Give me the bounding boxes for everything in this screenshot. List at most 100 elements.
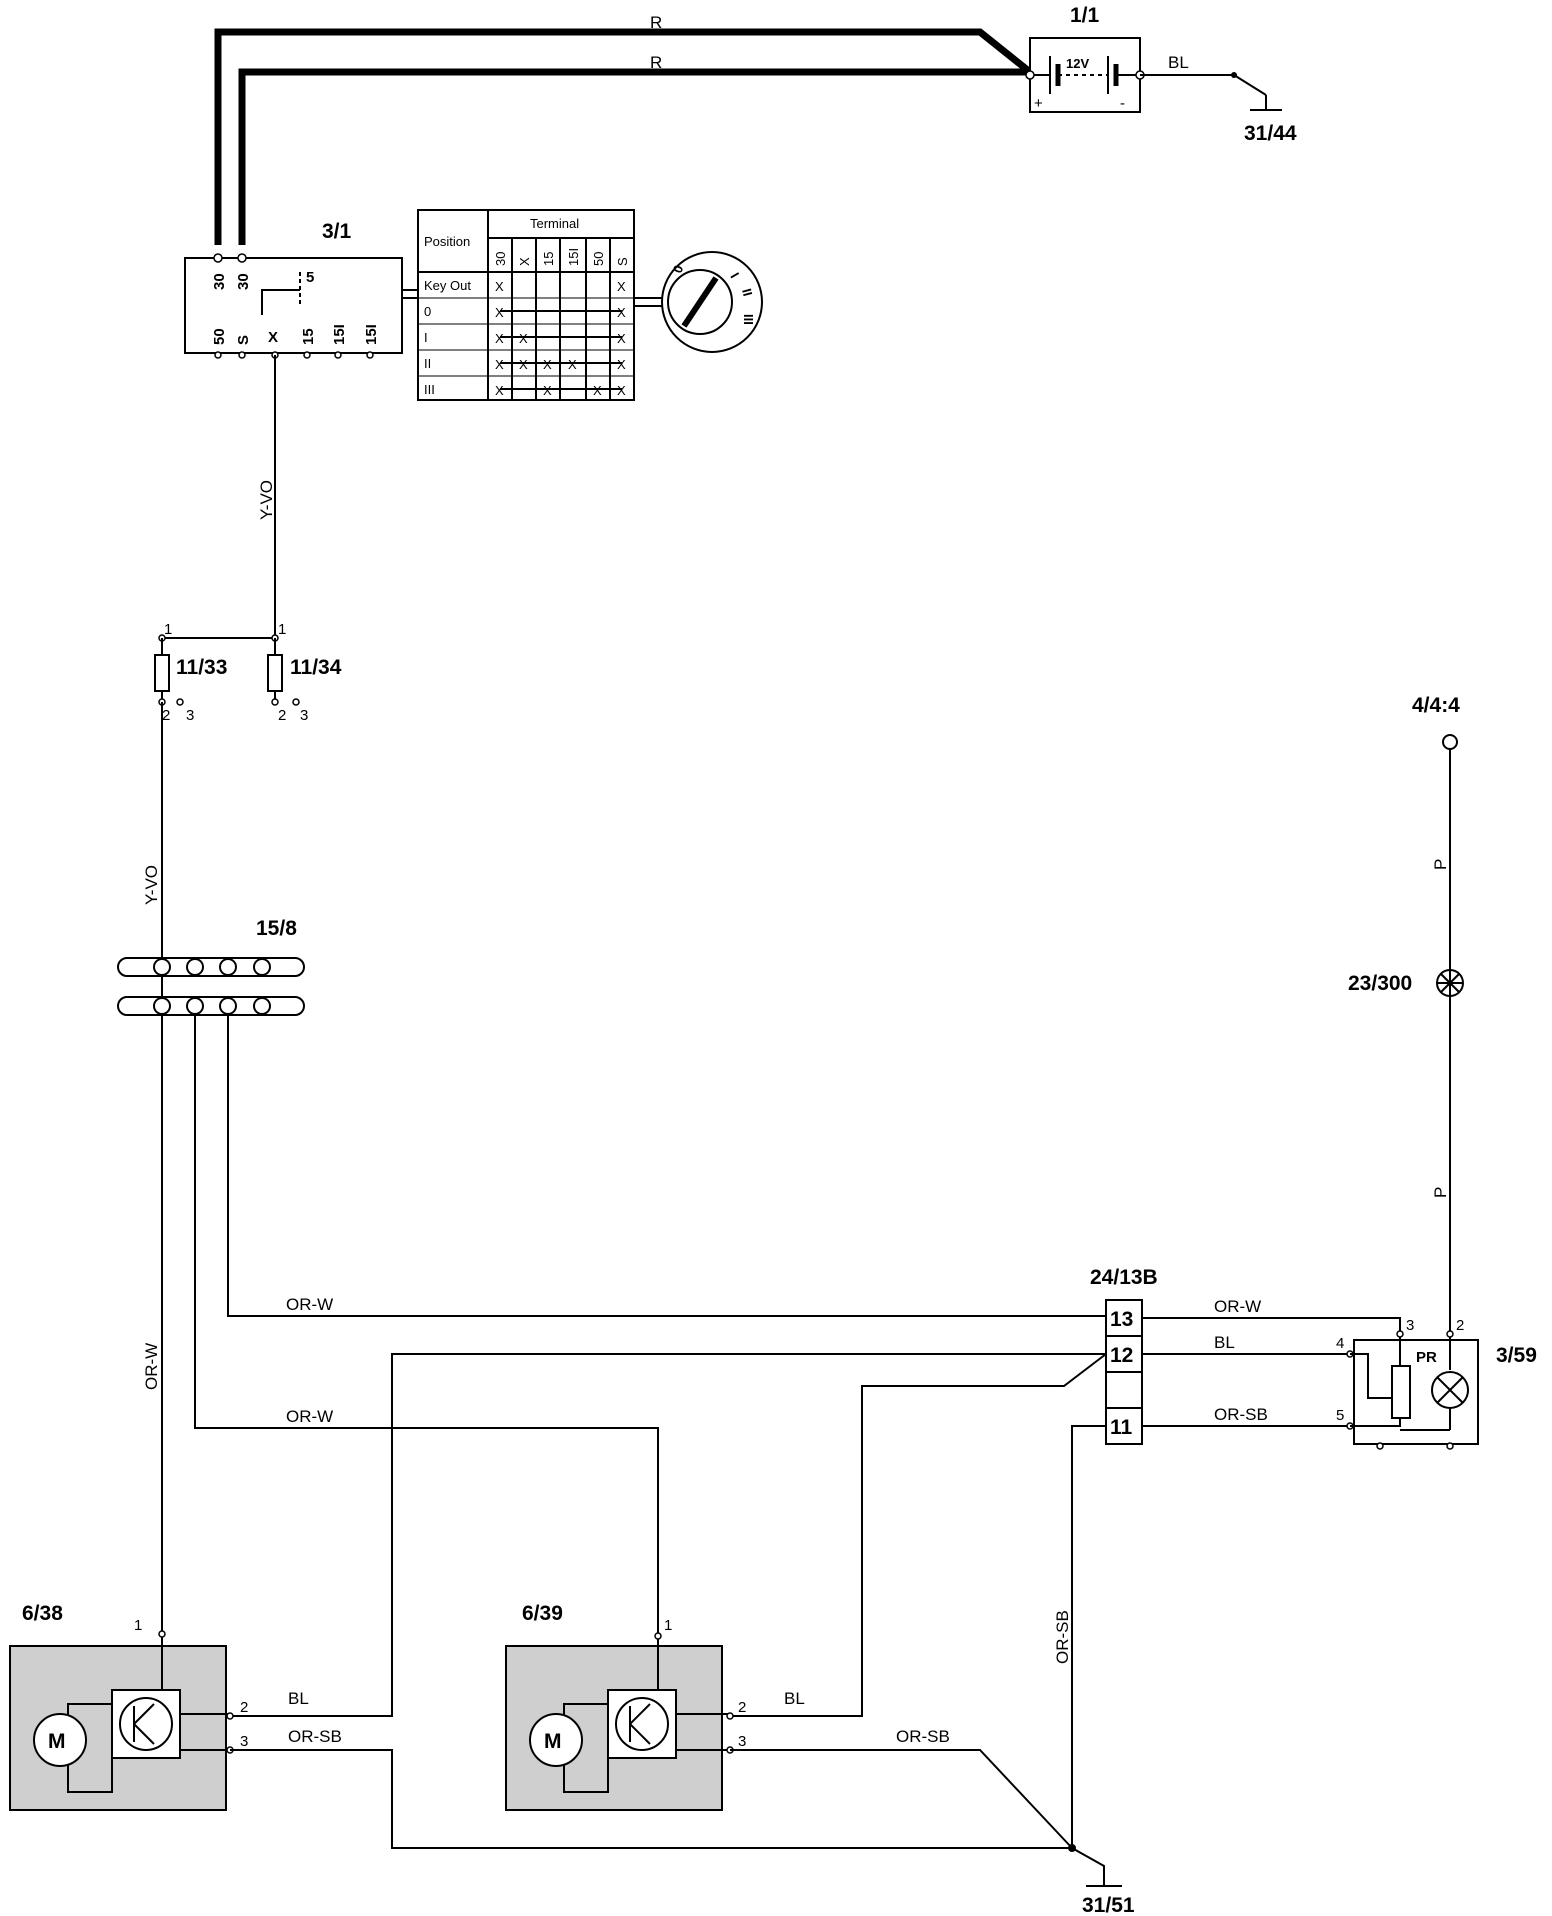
lamp-ref: 23/300 xyxy=(1348,972,1412,995)
battery-feed-wires xyxy=(214,28,1033,245)
table-cell-mark: X xyxy=(617,331,626,346)
battery-ref: 1/1 xyxy=(1070,4,1100,27)
sw-pin-30b: 30 xyxy=(235,273,252,290)
m1-pin-2: 2 xyxy=(240,1699,248,1716)
table-column-header: 15 xyxy=(541,252,556,266)
ground-top-symbol xyxy=(1231,72,1282,111)
table-row-label: III xyxy=(424,382,435,397)
table-cell-mark: X xyxy=(495,279,504,294)
wire-label-orw-left: OR-W xyxy=(142,1343,161,1390)
table-column-header: S xyxy=(615,257,630,266)
cu-pin-3: 3 xyxy=(1406,1317,1414,1334)
control-unit-ref: 3/59 xyxy=(1496,1344,1537,1367)
table-column-header: 50 xyxy=(591,252,606,266)
fuse-a-pin-2: 2 xyxy=(162,707,170,724)
table-cell-mark: X xyxy=(495,383,504,398)
control-unit-3-59 xyxy=(1346,1330,1479,1450)
wire-label-orw-mid: OR-W xyxy=(286,1407,333,1426)
motor-left-ref: 6/38 xyxy=(22,1602,63,1625)
wire-orsb-vert xyxy=(1071,1425,1106,1848)
fuse-a-pin-1: 1 xyxy=(164,621,172,638)
m2-pin-3: 3 xyxy=(738,1733,746,1750)
table-column-header: X xyxy=(517,257,532,266)
wire-orw-mid xyxy=(194,1015,659,1634)
motor-6-39 xyxy=(505,1632,734,1811)
m2-pin-2: 2 xyxy=(738,1699,746,1716)
motor-right-ref: 6/39 xyxy=(522,1602,563,1625)
m1-pin-3: 3 xyxy=(240,1733,248,1750)
wire-label-bl-m1: BL xyxy=(288,1689,309,1708)
power-node xyxy=(1442,734,1458,750)
wire-label-yvo1: Y-VO xyxy=(257,480,276,520)
table-cell-mark: X xyxy=(519,357,528,372)
table-cell-mark: X xyxy=(617,305,626,320)
wire-label-orsb-conn: OR-SB xyxy=(1214,1405,1268,1424)
motor-left-symbol: M xyxy=(48,1730,66,1753)
splice-15-8 xyxy=(117,957,305,1016)
wire-label-bl-m2: BL xyxy=(784,1689,805,1708)
dial-label-iii: III xyxy=(741,314,756,325)
dial-label-ii: II xyxy=(739,287,755,298)
wire-orsb-m1 xyxy=(230,1749,1072,1849)
dial-label-0: 0 xyxy=(670,263,687,275)
wire-label-orw-right: OR-W xyxy=(1214,1297,1261,1316)
table-row-label: Key Out xyxy=(424,278,471,293)
connector-pin-12: 12 xyxy=(1110,1344,1133,1367)
wire-label-orsb-m1: OR-SB xyxy=(288,1727,342,1746)
sw-pin-5: 5 xyxy=(306,269,314,286)
m1-pin-1: 1 xyxy=(134,1617,142,1634)
wire-label-orw-top: OR-W xyxy=(286,1295,333,1314)
table-column-header: 30 xyxy=(493,252,508,266)
connector-pin-13: 13 xyxy=(1110,1308,1133,1331)
table-cell-mark: X xyxy=(543,357,552,372)
table-cell-mark: X xyxy=(568,357,577,372)
m2-pin-1: 1 xyxy=(664,1617,672,1634)
table-cell-mark: X xyxy=(495,305,504,320)
table-cell-mark: X xyxy=(617,279,626,294)
wire-label-bl-top: BL xyxy=(1168,53,1189,72)
battery xyxy=(1025,37,1145,113)
lamp-23-300 xyxy=(1436,969,1464,997)
ground-bottom-ref: 31/51 xyxy=(1082,1894,1135,1916)
wire-label-p2: P xyxy=(1431,1187,1450,1198)
motor-6-38 xyxy=(9,1630,234,1811)
battery-plus: + xyxy=(1034,95,1043,112)
table-header-position: Position xyxy=(424,234,470,249)
wire-label-r2: R xyxy=(650,53,662,72)
sw-pin-15i-a: 15I xyxy=(331,324,348,345)
wire-orw-top xyxy=(227,1015,1106,1317)
sw-pin-15: 15 xyxy=(300,328,317,345)
wire-label-bl-conn: BL xyxy=(1214,1333,1235,1352)
wire-label-p1: P xyxy=(1431,859,1450,870)
sw-pin-50: 50 xyxy=(211,328,228,345)
connector-pin-11: 11 xyxy=(1110,1416,1133,1439)
switch-position-table xyxy=(417,209,635,401)
connector-24-13b xyxy=(1105,1299,1143,1445)
table-row-label: II xyxy=(424,356,431,371)
control-unit-label: PR xyxy=(1416,1349,1437,1366)
wire-orsb-m2 xyxy=(730,1749,1073,1849)
table-row-label: 0 xyxy=(424,304,431,319)
fuse-b-pin-3: 3 xyxy=(300,707,308,724)
sw-pin-30a: 30 xyxy=(211,273,228,290)
table-cell-mark: X xyxy=(543,383,552,398)
fuse-11-34 xyxy=(267,638,300,706)
wire-orw-right xyxy=(1142,1317,1401,1332)
fuse-b-pin-2: 2 xyxy=(278,707,286,724)
table-cell-mark: X xyxy=(495,331,504,346)
table-cell-mark: X xyxy=(617,357,626,372)
ignition-switch-ref: 3/1 xyxy=(322,220,352,243)
fuse-b-ref: 11/34 xyxy=(290,656,342,679)
table-row-label: I xyxy=(424,330,428,345)
fuse-a-ref: 11/33 xyxy=(176,656,227,679)
battery-minus: - xyxy=(1120,95,1125,112)
fuse-b-pin-1: 1 xyxy=(278,621,286,638)
ignition-switch xyxy=(184,253,418,359)
wire-label-yvo2: Y-VO xyxy=(142,865,161,905)
wire-label-r1: R xyxy=(650,13,662,32)
motor-right-symbol: M xyxy=(544,1730,562,1753)
battery-voltage: 12V xyxy=(1066,56,1089,71)
ground-top-ref: 31/44 xyxy=(1244,122,1297,145)
fuse-a-pin-3: 3 xyxy=(186,707,194,724)
